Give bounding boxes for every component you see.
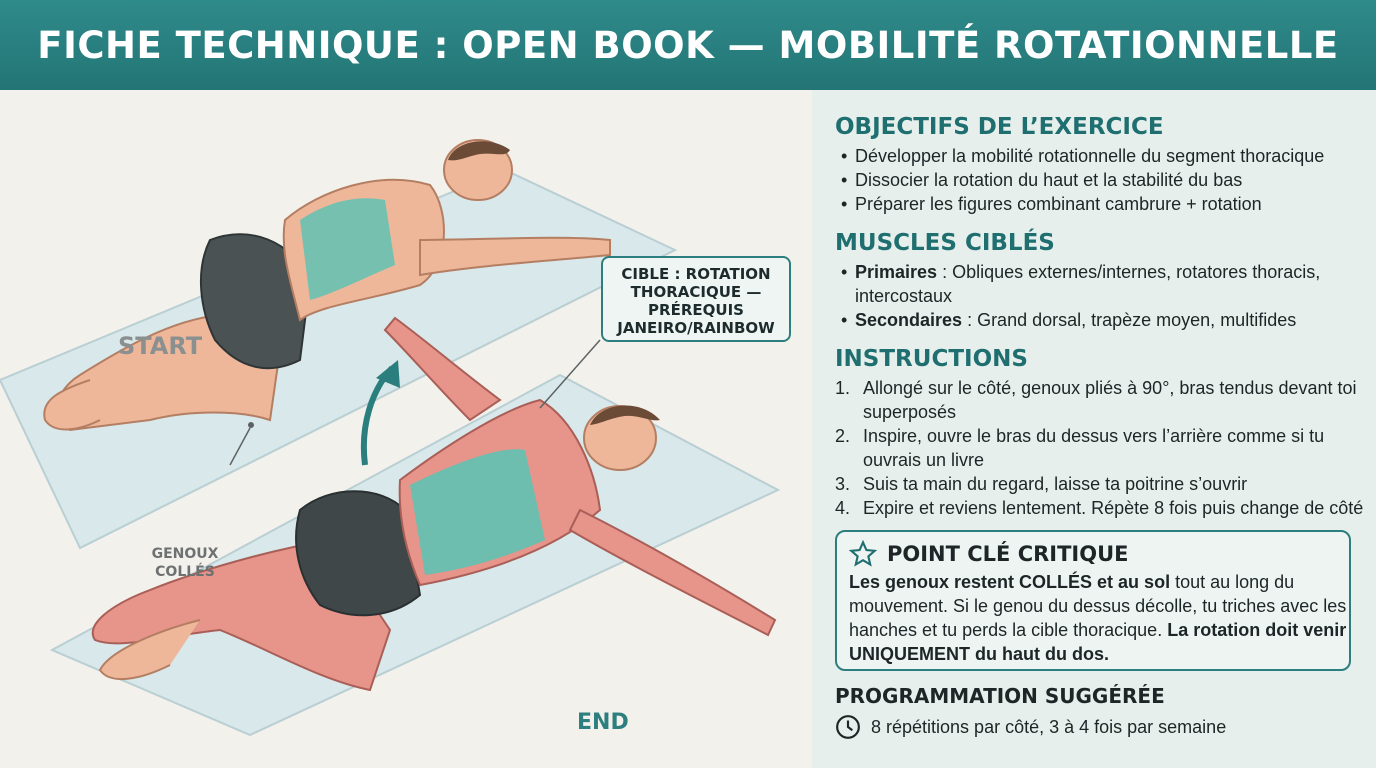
primary-label: Primaires	[855, 262, 938, 282]
knees-pointer	[229, 427, 251, 466]
target-callout: CIBLE : ROTATION THORACIQUE — PRÉREQUIS …	[601, 256, 791, 342]
clock-icon	[836, 715, 860, 739]
list-item: Secondaires : Grand dorsal, trapèze moye…	[835, 308, 1365, 332]
page-title: FICHE TECHNIQUE : OPEN BOOK — MOBILITÉ R…	[37, 23, 1339, 67]
programming-text: 8 répétitions par côté, 3 à 4 fois par s…	[871, 716, 1227, 737]
programming-line: 8 répétitions par côté, 3 à 4 fois par s…	[835, 714, 1226, 740]
step-number: 3.	[835, 474, 851, 494]
callout-line: JANEIRO/RAINBOW	[617, 319, 775, 337]
arrow-head	[376, 360, 400, 388]
end-label: END	[577, 710, 629, 735]
header-banner: FICHE TECHNIQUE : OPEN BOOK — MOBILITÉ R…	[0, 0, 1376, 90]
step-text: Inspire, ouvre le bras du dessus vers l’…	[863, 426, 1325, 470]
step-number: 4.	[835, 498, 851, 518]
primary-text: : Obliques externes/internes, rotatores …	[855, 262, 1321, 306]
illustration-panel: START END GENOUX COLLÉS	[0, 90, 812, 768]
objectives-list: Développer la mobilité rotationnelle du …	[835, 144, 1365, 216]
programming-title: PROGRAMMATION SUGGÉRÉE	[835, 684, 1165, 708]
key-point-bold: Les genoux restent COLLÉS et au sol	[849, 572, 1171, 592]
instructions-title: INSTRUCTIONS	[835, 346, 1028, 372]
list-item: Développer la mobilité rotationnelle du …	[835, 144, 1365, 168]
knees-label-line: GENOUX	[151, 546, 219, 562]
callout-line: PRÉREQUIS	[648, 301, 744, 319]
list-item: 1. Allongé sur le côté, genoux pliés à 90…	[835, 376, 1365, 424]
secondary-text: : Grand dorsal, trapèze moyen, multifide…	[962, 310, 1297, 330]
step-text: Expire et reviens lentement. Répète 8 fo…	[863, 498, 1364, 518]
secondary-label: Secondaires	[855, 310, 963, 330]
muscles-list: Primaires : Obliques externes/internes, …	[835, 260, 1365, 332]
end-figure	[92, 316, 777, 692]
star-icon	[849, 540, 877, 567]
start-label: START	[118, 332, 203, 360]
exercise-illustration	[0, 139, 781, 737]
step-text: Allongé sur le côté, genoux pliés à 90°,…	[863, 378, 1357, 422]
key-point-box: POINT CLÉ CRITIQUE Les genoux restent CO…	[835, 530, 1351, 671]
list-item: 3. Suis ta main du regard, laisse ta poit…	[835, 472, 1365, 496]
callout-line: CIBLE : ROTATION	[621, 265, 771, 283]
knees-label: GENOUX COLLÉS	[140, 545, 230, 581]
info-panel: OBJECTIFS DE L’EXERCICE Développer la mo…	[812, 90, 1376, 768]
callout-line: THORACIQUE —	[630, 283, 762, 301]
list-item: 2. Inspire, ouvre le bras du dessus vers …	[835, 424, 1365, 472]
start-figure	[43, 139, 611, 432]
list-item: Primaires : Obliques externes/internes, …	[835, 260, 1365, 308]
objectives-title: OBJECTIFS DE L’EXERCICE	[835, 114, 1164, 140]
callout-pointer	[539, 339, 601, 409]
list-item: Préparer les figures combinant cambrure …	[835, 192, 1365, 216]
step-number: 1.	[835, 378, 851, 398]
list-item: 4. Expire et reviens lentement. Répète 8 …	[835, 496, 1365, 520]
step-text: Suis ta main du regard, laisse ta poitri…	[863, 474, 1248, 494]
muscles-title: MUSCLES CIBLÉS	[835, 230, 1055, 256]
step-number: 2.	[835, 426, 851, 446]
key-point-bold: La rotation doit venir UNIQUEMENT du hau…	[849, 620, 1347, 664]
key-point-text: tout au long du mouvement. Si le genou d…	[849, 572, 1347, 640]
instructions-list: 1. Allongé sur le côté, genoux pliés à 90…	[835, 376, 1365, 520]
knees-label-line: COLLÉS	[155, 564, 215, 580]
list-item: Dissocier la rotation du haut et la stab…	[835, 168, 1365, 192]
key-point-title: POINT CLÉ CRITIQUE	[887, 542, 1129, 566]
key-point-body: Les genoux restent COLLÉS et au sol tout…	[849, 570, 1347, 666]
